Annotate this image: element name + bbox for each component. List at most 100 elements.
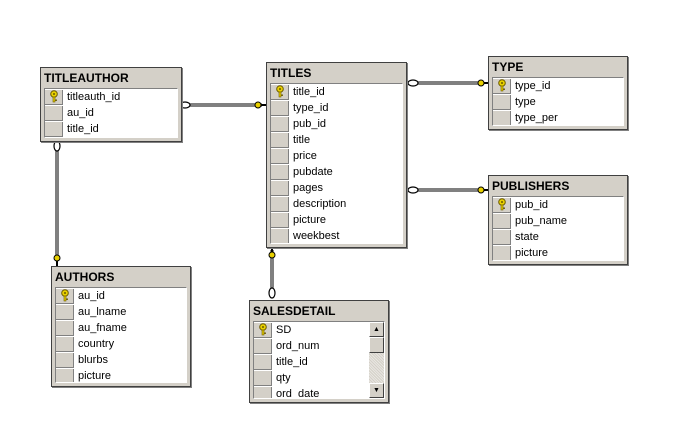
row-selector[interactable] [56, 336, 74, 352]
column-row[interactable]: pub_id [493, 197, 623, 213]
column-row[interactable]: pubdate [271, 164, 402, 180]
row-selector[interactable] [56, 288, 74, 304]
table-title[interactable]: TYPE [492, 60, 524, 74]
row-selector[interactable] [271, 164, 289, 180]
row-selector[interactable] [254, 386, 272, 398]
primary-key-icon [60, 289, 70, 302]
many-end-icon [268, 287, 276, 299]
column-name: title_id [276, 356, 308, 368]
table-title[interactable]: SALESDETAIL [253, 304, 336, 318]
scroll-thumb[interactable] [369, 337, 384, 353]
column-row[interactable]: pages [271, 180, 402, 196]
row-selector[interactable] [271, 212, 289, 228]
table-title[interactable]: AUTHORS [55, 270, 115, 284]
column-row[interactable]: qty [254, 370, 369, 386]
column-row[interactable]: au_lname [56, 304, 186, 320]
row-selector[interactable] [271, 100, 289, 116]
table-title[interactable]: TITLEAUTHOR [44, 71, 129, 85]
row-selector[interactable] [493, 110, 511, 125]
row-selector[interactable] [254, 370, 272, 386]
row-selector[interactable] [56, 304, 74, 320]
row-selector[interactable] [493, 197, 511, 213]
row-selector[interactable] [271, 132, 289, 148]
column-row[interactable]: weekbest [271, 228, 402, 243]
table-title[interactable]: TITLES [270, 66, 312, 80]
column-row[interactable]: picture [493, 245, 623, 260]
column-row[interactable]: picture [56, 368, 186, 382]
column-row[interactable]: blurbs [56, 352, 186, 368]
row-selector[interactable] [56, 320, 74, 336]
row-selector[interactable] [271, 228, 289, 243]
column-row[interactable]: title_id [45, 121, 177, 137]
column-row[interactable]: pub_name [493, 213, 623, 229]
column-row[interactable]: title_id [271, 84, 402, 100]
row-selector[interactable] [254, 322, 272, 338]
relationship-titleauthor-authors[interactable] [53, 140, 61, 266]
column-row[interactable]: ord_num [254, 338, 369, 354]
table-title[interactable]: PUBLISHERS [492, 179, 570, 193]
relationship-titles-type[interactable] [407, 79, 489, 87]
column-name: title_id [293, 86, 325, 98]
column-row[interactable]: titleauth_id [45, 89, 177, 105]
column-row[interactable]: pub_id [271, 116, 402, 132]
column-name: pages [293, 182, 323, 194]
column-row[interactable]: au_fname [56, 320, 186, 336]
row-selector[interactable] [56, 368, 74, 382]
row-selector[interactable] [45, 121, 63, 137]
column-row[interactable]: country [56, 336, 186, 352]
primary-key-icon [49, 90, 59, 103]
column-row[interactable]: SD [254, 322, 369, 338]
row-selector[interactable] [271, 180, 289, 196]
scroll-down-icon[interactable]: ▼ [369, 383, 384, 398]
row-selector[interactable] [493, 213, 511, 229]
column-name: title_id [67, 123, 99, 135]
scroll-up-icon[interactable]: ▲ [369, 322, 384, 337]
column-row[interactable]: ord_date [254, 386, 369, 398]
column-row[interactable]: title [271, 132, 402, 148]
row-selector[interactable] [493, 229, 511, 245]
column-name: picture [293, 214, 327, 226]
row-selector[interactable] [493, 94, 511, 110]
column-row[interactable]: au_id [56, 288, 186, 304]
row-selector[interactable] [271, 116, 289, 132]
row-selector[interactable] [271, 196, 289, 212]
row-selector[interactable] [45, 89, 63, 105]
row-selector[interactable] [56, 352, 74, 368]
column-row[interactable]: picture [271, 212, 402, 228]
row-selector[interactable] [271, 148, 289, 164]
row-selector[interactable] [493, 78, 511, 94]
vertical-scrollbar[interactable]: ▲ ▼ [369, 322, 384, 398]
row-selector[interactable] [271, 84, 289, 100]
column-row[interactable]: description [271, 196, 402, 212]
column-row[interactable]: type_id [271, 100, 402, 116]
column-row[interactable]: type [493, 94, 623, 110]
column-row[interactable]: price [271, 148, 402, 164]
row-selector[interactable] [45, 105, 63, 121]
column-name: pubdate [293, 166, 333, 178]
relationship-titles-publishers[interactable] [407, 186, 489, 194]
key-end-icon [254, 101, 266, 109]
column-row[interactable]: type_id [493, 78, 623, 94]
row-selector[interactable] [493, 245, 511, 260]
column-name: picture [78, 370, 112, 382]
column-row[interactable]: type_per [493, 110, 623, 125]
row-selector[interactable] [254, 354, 272, 370]
relationship-titleauthor-titles[interactable] [179, 101, 266, 109]
column-row[interactable]: au_id [45, 105, 177, 121]
column-row[interactable]: state [493, 229, 623, 245]
column-row[interactable]: title_id [254, 354, 369, 370]
relationship-salesdetail-titles[interactable] [268, 248, 276, 299]
row-selector[interactable] [254, 338, 272, 354]
